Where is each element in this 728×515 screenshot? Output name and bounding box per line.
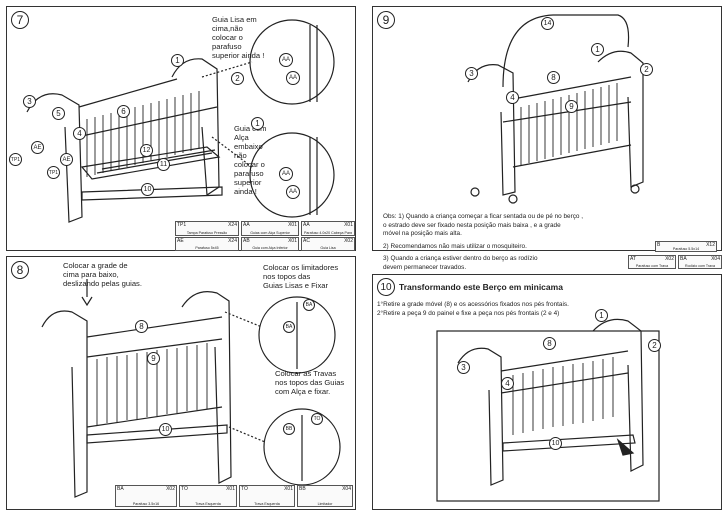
- callout-4: 4: [506, 91, 519, 104]
- callout-9: 9: [565, 100, 578, 113]
- callout-10: 10: [549, 437, 562, 450]
- callout-ae-2: AE: [60, 153, 73, 166]
- callout-6: 6: [117, 105, 130, 118]
- callout-1: 1: [595, 309, 608, 322]
- step-number: 8: [11, 261, 29, 279]
- callout-aa-2: AA: [286, 71, 300, 85]
- callout-10: 10: [159, 423, 172, 436]
- callout-9: 9: [147, 352, 160, 365]
- minicama-drawing: [436, 318, 660, 502]
- callout-to: TO: [311, 413, 323, 425]
- instructions: 1°Retire a grade móvel (8) e os acessóri…: [377, 301, 569, 317]
- callout-ae: AE: [31, 141, 44, 154]
- crib-with-canopy-drawing: [467, 14, 644, 204]
- callout-3: 3: [23, 95, 36, 108]
- callout-2: 2: [640, 63, 653, 76]
- callout-4: 4: [501, 377, 514, 390]
- callout-1b: 1: [251, 117, 264, 130]
- callout-2: 2: [231, 72, 244, 85]
- callout-5: 5: [52, 107, 65, 120]
- callout-11: 11: [157, 158, 170, 171]
- callout-aa-4: AA: [286, 185, 300, 199]
- panel-step-9: 9: [372, 6, 722, 271]
- callout-14: 14: [541, 17, 554, 30]
- callout-1: 1: [591, 43, 604, 56]
- panel-step-7: 7: [6, 6, 356, 251]
- callout-10: 10: [141, 183, 154, 196]
- step-number: 7: [11, 11, 29, 29]
- panel-title: Transformando este Berço em minicama: [399, 282, 563, 292]
- callout-12: 12: [140, 144, 153, 157]
- callout-8: 8: [135, 320, 148, 333]
- callout-tp1-2: TP1: [47, 166, 60, 179]
- crib-side-drawing: [26, 19, 335, 223]
- callout-ba-1: BA: [303, 299, 315, 311]
- step-number: 10: [377, 278, 395, 296]
- callout-1: 1: [171, 54, 184, 67]
- step-number: 9: [377, 11, 395, 29]
- callout-aa-3: AA: [279, 167, 293, 181]
- panel-step-10: 10 Transformando este Berço em minicama …: [372, 274, 722, 510]
- callout-2: 2: [648, 339, 661, 352]
- callout-4: 4: [73, 127, 86, 140]
- callout-bb: BB: [283, 423, 295, 435]
- obs-notes: Obs: 1) Quando a criança começar a ficar…: [383, 213, 584, 271]
- callout-3: 3: [457, 361, 470, 374]
- callout-aa-1: AA: [279, 53, 293, 67]
- callout-8: 8: [543, 337, 556, 350]
- callout-8: 8: [547, 71, 560, 84]
- callout-tp1: TP1: [9, 153, 22, 166]
- crib-rail-drawing: [41, 279, 341, 498]
- callout-3: 3: [465, 67, 478, 80]
- callout-ba-2: BA: [283, 321, 295, 333]
